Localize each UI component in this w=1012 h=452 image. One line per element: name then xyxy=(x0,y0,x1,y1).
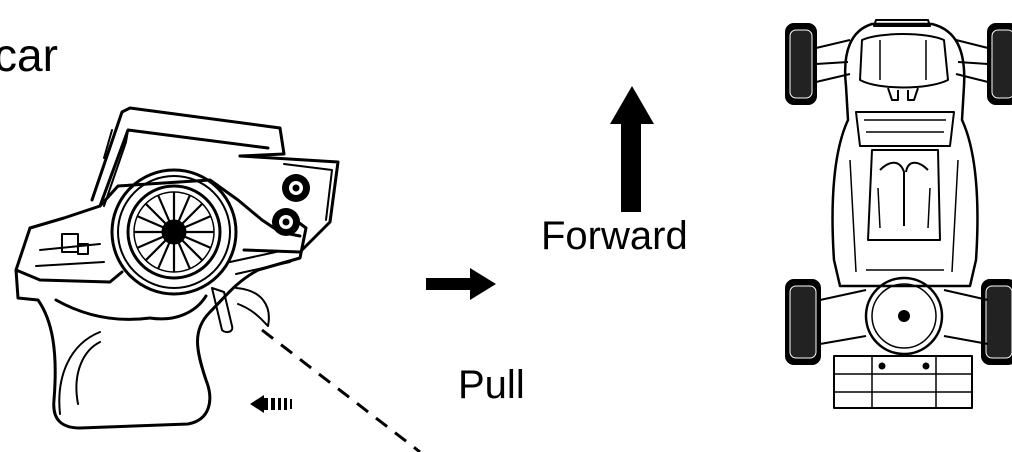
car-label: car xyxy=(0,29,58,81)
pull-label: Pull xyxy=(458,363,525,407)
right-arrow-icon xyxy=(426,268,496,300)
rc-transmitter-illustration xyxy=(14,106,340,430)
up-arrow-icon xyxy=(610,86,654,212)
steering-wheel-icon xyxy=(110,168,238,296)
rc-car-top-view xyxy=(785,19,1012,409)
left-dashed-arrow-icon xyxy=(250,395,292,413)
pull-leader-line xyxy=(261,328,421,452)
tire-icon xyxy=(785,23,1012,105)
forward-label: Forward xyxy=(541,214,688,258)
tire-icon xyxy=(785,279,1012,365)
trim-knob-icon xyxy=(272,174,310,236)
